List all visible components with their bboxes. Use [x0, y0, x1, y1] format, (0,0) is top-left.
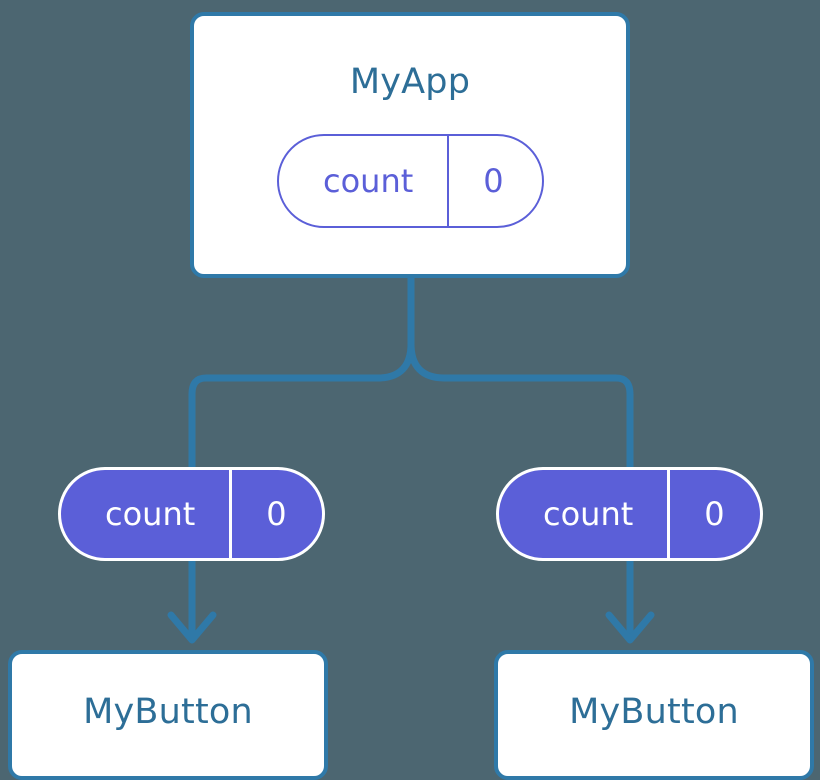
component-title-myapp: MyApp — [349, 62, 471, 102]
component-title-mybutton-right: MyButton — [569, 692, 739, 732]
state-pill-key: count — [323, 162, 414, 200]
state-pill-value: 0 — [447, 136, 537, 226]
component-title-mybutton-left: MyButton — [83, 692, 253, 732]
component-box-myapp[interactable]: MyApp — [190, 12, 630, 278]
connector-branch-left — [188, 343, 415, 395]
prop-pill-right-key: count — [543, 495, 634, 533]
prop-pill-left[interactable]: count 0 — [58, 467, 325, 561]
prop-pill-right[interactable]: count 0 — [496, 467, 763, 561]
arrow-head-down-right-icon — [605, 611, 655, 644]
component-box-mybutton-left[interactable]: MyButton — [8, 650, 328, 780]
component-box-mybutton-right[interactable]: MyButton — [494, 650, 814, 780]
prop-pill-left-key: count — [105, 495, 196, 533]
arrow-head-down-left-icon — [167, 611, 217, 644]
prop-pill-right-value: 0 — [667, 470, 758, 558]
state-pill-count[interactable]: count 0 — [277, 134, 544, 228]
prop-pill-left-value: 0 — [229, 470, 320, 558]
connector-branch-right — [407, 343, 634, 395]
